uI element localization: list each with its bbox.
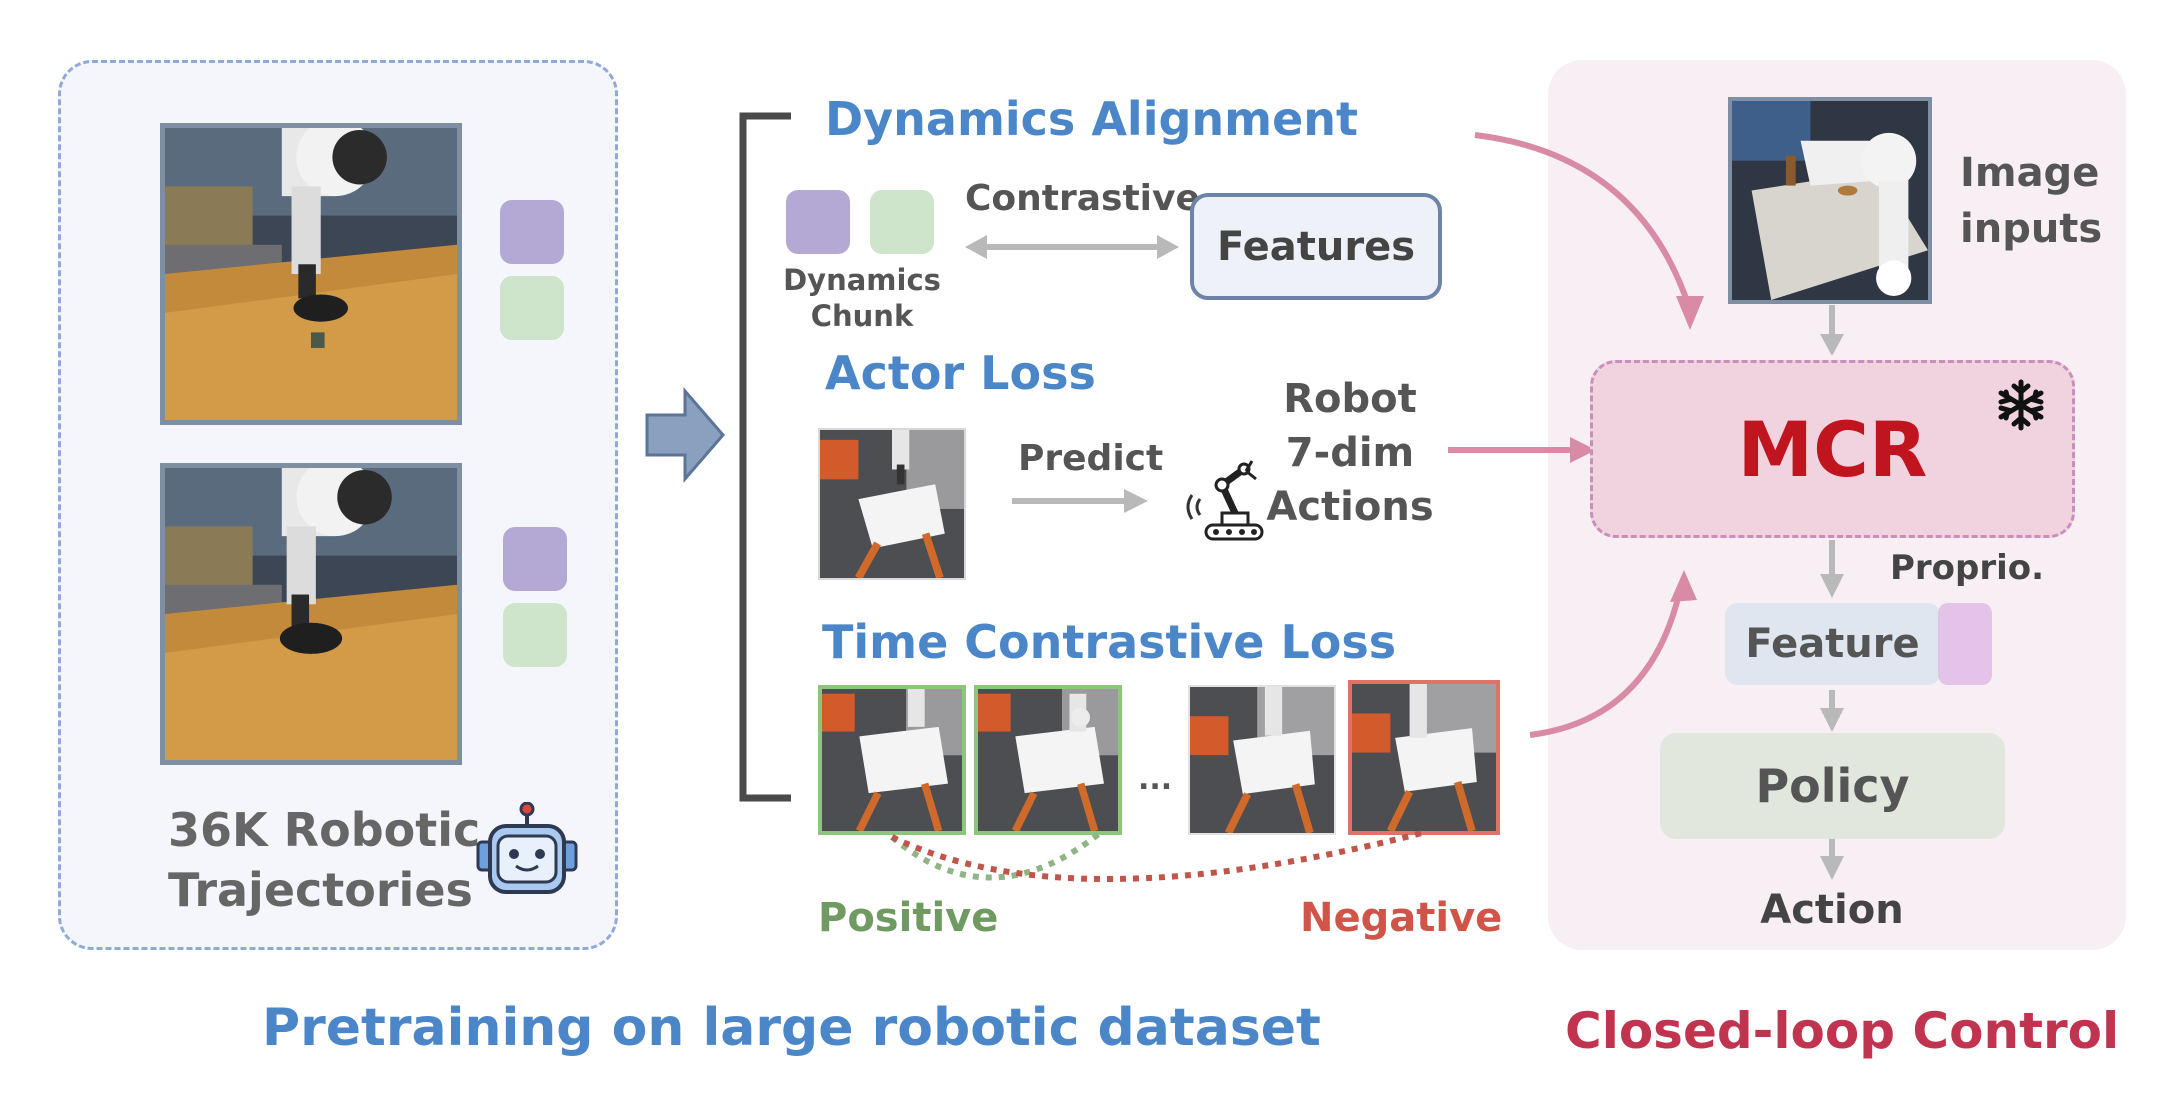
image-inputs-line2: inputs [1960,206,2103,252]
dataset-caption-line1: 36K Robotic [168,803,481,857]
flow-arrow-icon [645,385,725,485]
dynamics-chunk-green-1 [500,276,564,340]
snowflake-icon [1994,378,2048,432]
features-box-label: Features [1216,223,1416,270]
policy-box-label: Policy [1755,759,1910,813]
time-frame-4 [1348,680,1500,835]
closed-loop-caption: Closed-loop Control [1565,1002,2120,1060]
dynamics-chunk-label-line2: Chunk [810,299,914,333]
dynamics-chunk-green [870,190,934,254]
predict-arrow-icon [1010,486,1150,516]
pretraining-caption: Pretraining on large robotic dataset [262,998,1321,1058]
features-box: Features [1190,193,1442,300]
mcr-label: MCR [1737,404,1928,494]
robot-actions-label: Robot 7-dim Actions [1250,372,1450,534]
feature-box: Feature [1725,603,1940,685]
trajectory-photo-2 [160,463,462,765]
robot-arm-icon [1182,455,1274,547]
robot-actions-line3: Actions [1266,484,1434,530]
contrastive-arrow-icon [963,232,1181,262]
dynamics-chunk-green-2 [503,603,567,667]
time-frame-1 [818,685,966,835]
mcr-box: MCR [1590,360,2075,538]
proprio-label: Proprio. [1890,548,2045,588]
dynamics-alignment-title: Dynamics Alignment [825,92,1358,146]
contrastive-label: Contrastive [965,178,1200,219]
contrastive-pairs-curves [870,825,1430,905]
robot-actions-line2: 7-dim [1285,430,1415,476]
actor-loss-title: Actor Loss [825,346,1096,400]
positive-label: Positive [818,895,999,941]
robot-face-icon [472,801,582,902]
time-frame-2 [974,685,1122,835]
dynamics-chunk-label-line1: Dynamics [783,263,941,297]
dynamics-chunk-purple [786,190,850,254]
proprio-chip [1938,603,1992,685]
objectives-bracket [735,112,795,802]
image-inputs-line1: Image [1960,150,2100,196]
time-contrastive-title: Time Contrastive Loss [822,615,1397,669]
action-label: Action [1760,887,1904,933]
actor-loss-frame [818,428,966,580]
image-input-frame [1728,97,1932,304]
frames-ellipsis: ... [1138,762,1173,797]
dataset-caption-line2: Trajectories [168,863,473,917]
negative-label: Negative [1300,895,1503,941]
dynamics-chunk-label: Dynamics Chunk [772,262,952,334]
dynamics-chunk-purple-1 [500,200,564,264]
robot-actions-line1: Robot [1283,376,1417,422]
predict-label: Predict [1018,438,1164,479]
policy-box: Policy [1660,733,2005,839]
trajectory-photo-1 [160,123,462,425]
dynamics-chunk-purple-2 [503,527,567,591]
image-inputs-label: Image inputs [1960,145,2102,257]
feature-box-label: Feature [1745,621,1920,667]
dataset-caption: 36K Robotic Trajectories [168,800,480,920]
time-frame-3 [1188,685,1336,835]
